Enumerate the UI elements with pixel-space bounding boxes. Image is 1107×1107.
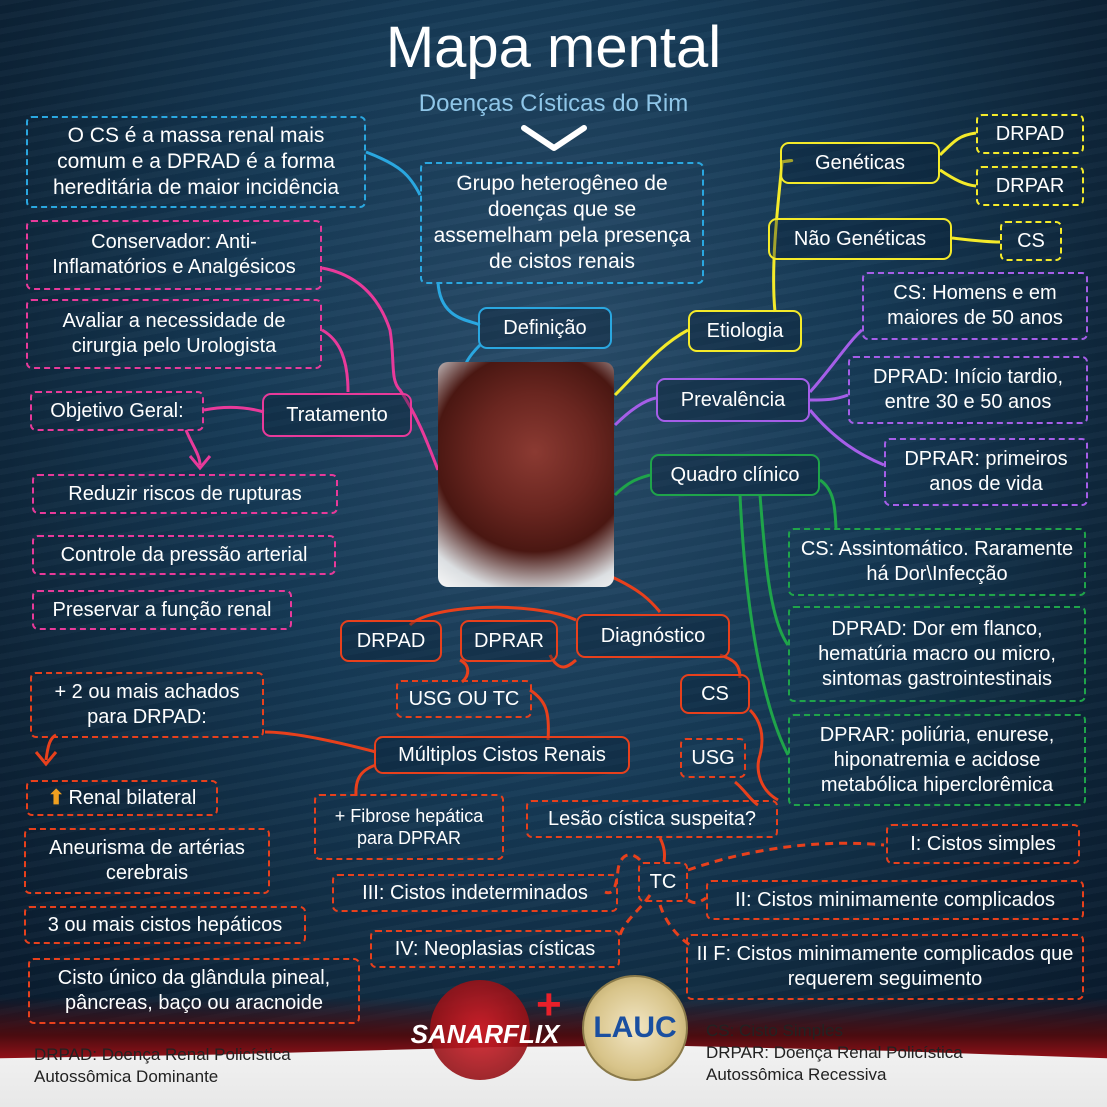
quadro-dprar: DPRAR: poliúria, enurese, hiponatremia e… — [788, 714, 1086, 806]
footer-white — [0, 1045, 1107, 1107]
diagnostico-cisto-unico: Cisto único da glândula pineal, pâncreas… — [28, 958, 360, 1024]
diagnostico-tc: TC — [638, 862, 688, 902]
diagnostico-renal-bilateral: ⬆Renal bilateral — [26, 780, 218, 816]
chevron-down-icon — [521, 125, 587, 151]
page-title: Mapa mental — [385, 15, 722, 80]
prevalencia-cs: CS: Homens e em maiores de 50 anos — [862, 272, 1088, 340]
arrow-up-icon: ⬆ — [47, 786, 65, 809]
prevalencia-dprar: DPRAR: primeiros anos de vida — [884, 438, 1088, 506]
diagnostico-achados: + 2 ou mais achados para DRPAD: — [30, 672, 264, 738]
diagnostico-usg-tc: USG OU TC — [396, 680, 532, 718]
note-box: O CS é a massa renal mais comum e a DPRA… — [26, 116, 366, 208]
legend-left: DRPAD: Doença Renal Policística Autossôm… — [34, 1044, 291, 1088]
legend-drpar-2: Autossômica Recessiva — [706, 1065, 887, 1085]
diagnostico-multiplos: Múltiplos Cistos Renais — [374, 736, 630, 774]
quadro-cs: CS: Assintomático. Raramente há Dor\Infe… — [788, 528, 1086, 596]
legend-right: CS: Cisto Simples DRPAR: Doença Renal Po… — [706, 1020, 963, 1086]
diagnostico-drpad: DRPAD — [340, 620, 442, 662]
quadro-dprad: DPRAD: Dor em flanco, hematúria macro ou… — [788, 606, 1086, 702]
tratamento-node: Tratamento — [262, 393, 412, 437]
legend-drpad: DRPAD: Doença Renal Policística — [34, 1045, 291, 1064]
tratamento-rupturas: Reduzir riscos de rupturas — [32, 474, 338, 514]
bosniak-3: III: Cistos indeterminados — [332, 874, 618, 912]
prevalencia-dprad: DPRAD: Início tardio, entre 30 e 50 anos — [848, 356, 1088, 424]
bosniak-4: IV: Neoplasias císticas — [370, 930, 620, 968]
geneticas-node: Genéticas — [780, 142, 940, 184]
prevalencia-node: Prevalência — [656, 378, 810, 422]
diagnostico-fibrose: + Fibrose hepática para DPRAR — [314, 794, 504, 860]
bosniak-2f: II F: Cistos minimamente complicados que… — [686, 934, 1084, 1000]
definicao-node: Definição — [478, 307, 612, 349]
etiologia-cs: CS — [1000, 221, 1062, 261]
etiologia-drpar: DRPAR — [976, 166, 1084, 206]
kidney-image — [438, 362, 614, 587]
diagnostico-hepaticos: 3 ou mais cistos hepáticos — [24, 906, 306, 944]
tratamento-conservador: Conservador: Anti-Inflamatórios e Analgé… — [26, 220, 322, 290]
tratamento-objetivo: Objetivo Geral: — [30, 391, 204, 431]
lauc-logo: LAUC — [582, 975, 688, 1081]
etiologia-node: Etiologia — [688, 310, 802, 352]
definition-desc: Grupo heterogêneo de doenças que se asse… — [420, 162, 704, 284]
bosniak-1: I: Cistos simples — [886, 824, 1080, 864]
diagnostico-node: Diagnóstico — [576, 614, 730, 658]
tratamento-cirurgia: Avaliar a necessidade de cirurgia pelo U… — [26, 299, 322, 369]
tratamento-pressao: Controle da pressão arterial — [32, 535, 336, 575]
diagnostico-dprar: DPRAR — [460, 620, 558, 662]
nao-geneticas-node: Não Genéticas — [768, 218, 952, 260]
diagnostico-aneurisma: Aneurisma de artérias cerebrais — [24, 828, 270, 894]
legend-drpar: DRPAR: Doença Renal Policística — [706, 1043, 963, 1063]
legend-cs: CS: Cisto Simples — [706, 1021, 843, 1040]
sanarflix-logo-bg — [430, 980, 530, 1080]
legend-drpad-2: Autossômica Dominante — [34, 1067, 219, 1087]
sanarflix-logo: SANARFLIX — [410, 1018, 560, 1049]
quadro-node: Quadro clínico — [650, 454, 820, 496]
page-subtitle: Doenças Císticas do Rim — [418, 90, 689, 117]
diagnostico-cs: CS — [680, 674, 750, 714]
plus-icon: + — [536, 980, 562, 1029]
tratamento-funcao: Preservar a função renal — [32, 590, 292, 630]
bosniak-2: II: Cistos minimamente complicados — [706, 880, 1084, 920]
etiologia-drpad: DRPAD — [976, 114, 1084, 154]
diagnostico-usg: USG — [680, 738, 746, 778]
diagnostico-lesao: Lesão cística suspeita? — [526, 800, 778, 838]
